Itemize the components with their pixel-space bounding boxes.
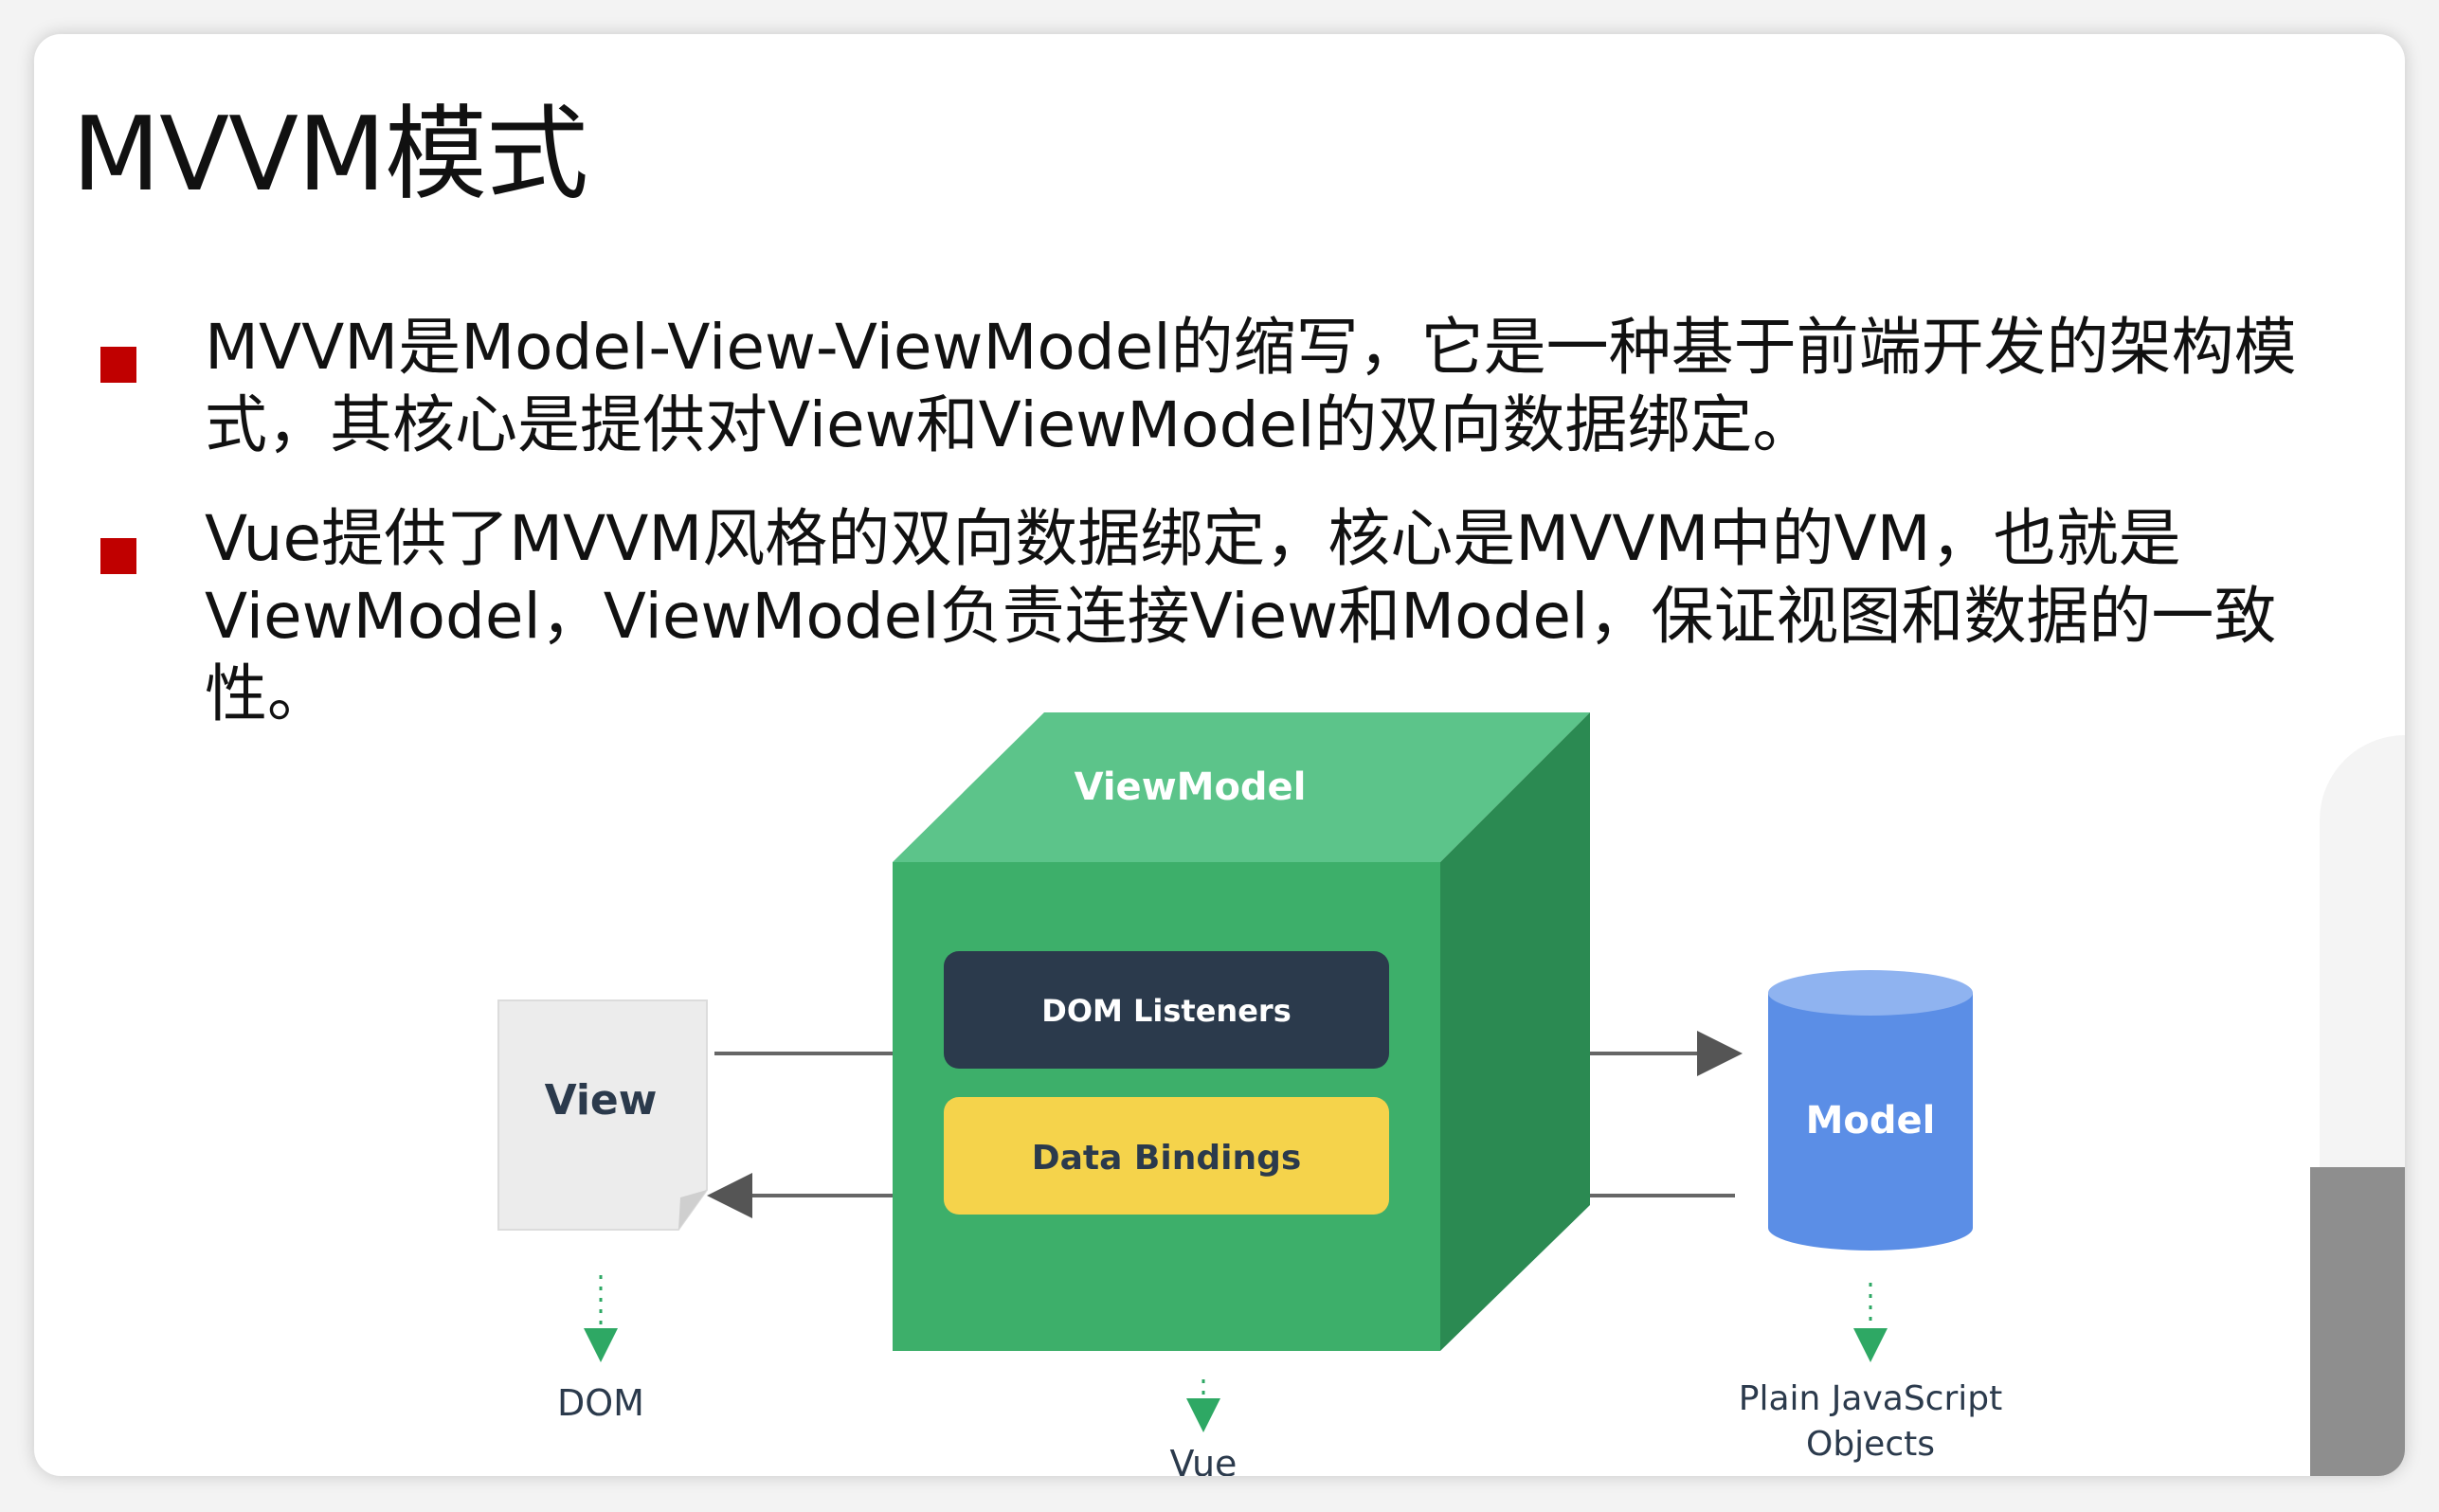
plain-js-caption-line2: Objects [1806,1425,1935,1464]
bullet-text: Vue提供了MVVM风格的双向数据绑定，核心是MVVM中的VM，也就是 View… [205,502,2277,730]
bullet-square-icon [100,538,136,574]
slide-title: MVVM模式 [72,96,588,214]
edge-scroll-bar [2310,1167,2405,1476]
vue-caption: Vue [1170,1443,1238,1476]
cube-top-face [893,712,1590,862]
viewmodel-label: ViewModel [1075,765,1307,809]
data-bindings-box [944,1097,1389,1215]
view-label: View [545,1076,658,1125]
dom-caption: DOM [557,1382,644,1424]
model-cylinder: Model [1768,970,1973,1251]
model-cylinder-body [1768,993,1973,1251]
slide: MVVM模式 MVVM是Model-View-ViewModel的缩写，它是一种… [34,34,2405,1476]
bullet-list: MVVM是Model-View-ViewModel的缩写，它是一种基于前端开发的… [100,309,2394,769]
model-cylinder-top [1768,970,1973,1016]
plain-js-caption-line1: Plain JavaScript [1739,1379,2003,1418]
cube-side-face [1440,712,1590,1351]
dom-listeners-box [944,951,1389,1069]
bullet-item: Vue提供了MVVM风格的双向数据绑定，核心是MVVM中的VM，也就是 View… [100,500,2394,733]
view-document-fold [678,1190,707,1230]
view-document: View [497,999,708,1231]
bullet-item: MVVM是Model-View-ViewModel的缩写，它是一种基于前端开发的… [100,309,2394,464]
bullet-square-icon [100,347,136,383]
model-label: Model [1806,1099,1936,1143]
viewmodel-cube: ViewModel DOM Listeners Data Bindings [893,712,1590,1351]
dom-listeners-label: DOM Listeners [1041,993,1291,1029]
mvvm-diagram: View ViewModel DOM Listeners Data Bindin… [497,712,2003,1476]
bullet-text: MVVM是Model-View-ViewModel的缩写，它是一种基于前端开发的… [205,311,2297,461]
data-bindings-label: Data Bindings [1032,1139,1302,1178]
